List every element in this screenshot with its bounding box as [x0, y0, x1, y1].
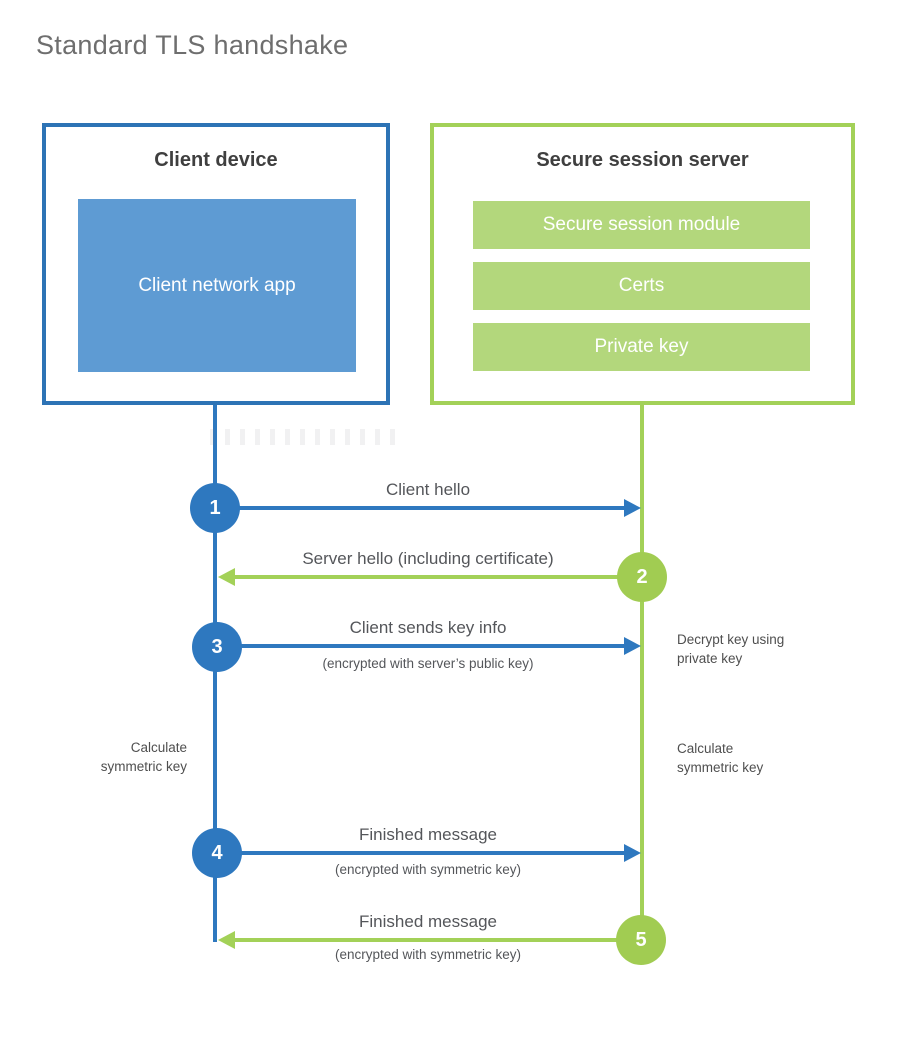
- client-network-app-block: Client network app: [78, 199, 356, 372]
- step4-number: 4: [211, 841, 223, 864]
- step1-number: 1: [209, 496, 221, 519]
- step4-sublabel: (encrypted with symmetric key): [334, 862, 522, 877]
- ghost-artifact: [210, 429, 400, 445]
- server-module-private-key: Private key: [473, 323, 810, 371]
- step3-circle: 3: [192, 622, 242, 672]
- arrowhead-right-icon: [624, 844, 641, 862]
- step2-label: Server hello (including certificate): [302, 549, 554, 568]
- step4-arrow-line: [219, 851, 624, 855]
- secure-session-server-title: Secure session server: [536, 149, 749, 171]
- step5-number: 5: [635, 928, 647, 951]
- step5-label: Finished message: [359, 912, 497, 931]
- step2-arrow-line: [235, 575, 618, 579]
- step3-number: 3: [211, 635, 223, 658]
- server-module-label: Certs: [618, 275, 665, 296]
- step5-arrow-line: [235, 938, 617, 942]
- arrowhead-right-icon: [624, 499, 641, 517]
- server-module-secure-session-module: Secure session module: [473, 201, 810, 249]
- step3-label: Client sends key info: [349, 618, 507, 637]
- note-calculate-symmetric-key-client: Calculate symmetric key: [100, 740, 187, 774]
- step3-sublabel: (encrypted with server’s public key): [322, 656, 534, 671]
- client-device-title: Client device: [154, 149, 278, 171]
- step1-circle: 1: [190, 483, 240, 533]
- note-calculate-symmetric-key-server: Calculate symmetric key: [677, 741, 764, 775]
- step2-number: 2: [636, 565, 648, 588]
- arrowhead-right-icon: [624, 637, 641, 655]
- note-decrypt-key: Decrypt key using private key: [677, 632, 785, 666]
- server-module-label: Private key: [594, 336, 689, 357]
- server-module-label: Secure session module: [542, 214, 741, 235]
- step1-arrow-line: [217, 506, 624, 510]
- step5-sublabel: (encrypted with symmetric key): [334, 947, 522, 962]
- client-network-app-label: Client network app: [138, 274, 296, 296]
- step4-label: Finished message: [359, 825, 497, 844]
- step5-circle: 5: [616, 915, 666, 965]
- step1-label: Client hello: [385, 480, 471, 499]
- page-title: Standard TLS handshake: [36, 30, 349, 60]
- server-lifeline: [640, 405, 644, 940]
- client-lifeline: [213, 405, 217, 942]
- arrowhead-left-icon: [218, 931, 235, 949]
- arrowhead-left-icon: [218, 568, 235, 586]
- server-module-certs: Certs: [473, 262, 810, 310]
- step4-circle: 4: [192, 828, 242, 878]
- step3-arrow-line: [219, 644, 624, 648]
- step2-circle: 2: [617, 552, 667, 602]
